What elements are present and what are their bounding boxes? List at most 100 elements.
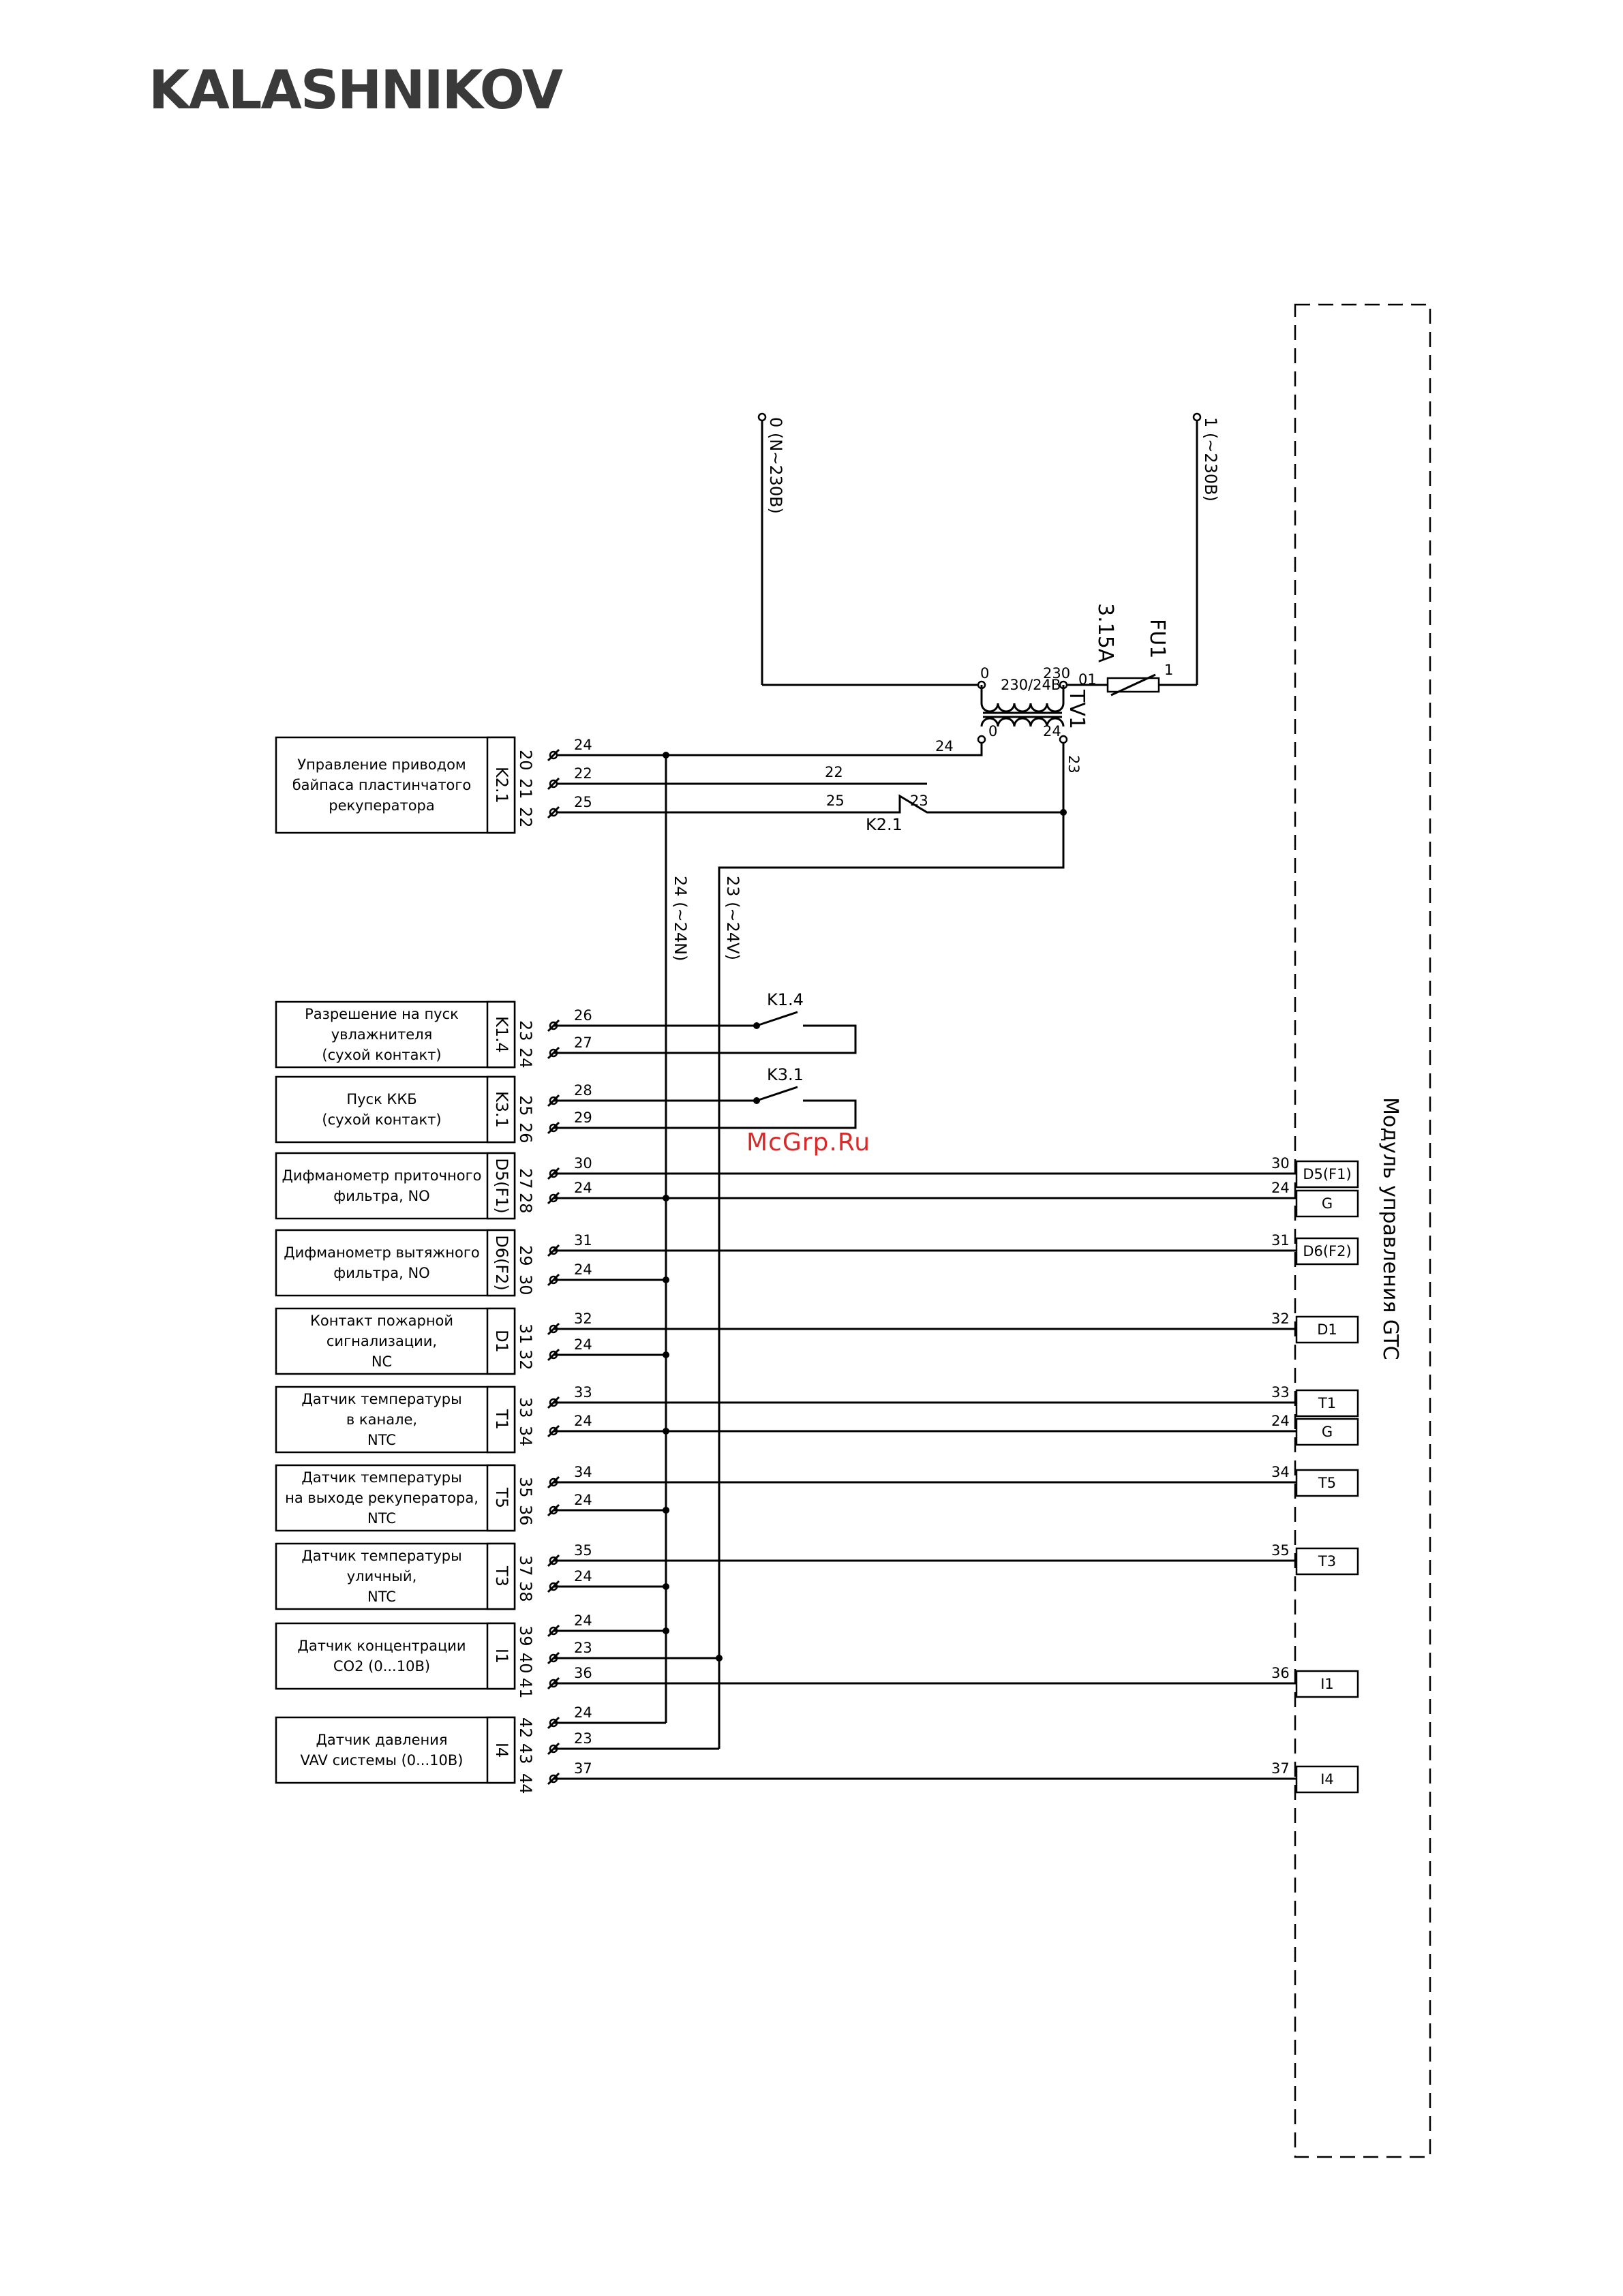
wire-number: 26 [574,1007,592,1024]
device-tag-cell [486,1622,516,1690]
terminal-number: 32 [516,1349,535,1371]
contact-label: K1.4 [767,990,804,1009]
tv1-secondary-coil [980,717,999,727]
device-description-line: фильтра, NO [333,1188,429,1204]
gtc-input-box [1295,1160,1359,1189]
gtc-input-box [1295,1670,1359,1698]
tv1-secondary-coil [1029,717,1048,727]
terminal-number: 43 [516,1743,535,1764]
relay-k21-contact [553,794,1063,814]
device-description-line: NC [371,1353,392,1370]
device-description-line: сигнализации, [327,1333,437,1349]
gtc-input-box [1295,1189,1359,1218]
device-tag-t3: T3 [492,1565,511,1587]
gtc-input-box [1295,1389,1359,1418]
phase-input-terminal [1192,412,1202,422]
device-description-line: NTC [367,1432,396,1448]
contact-blade [756,1011,798,1027]
device-description-line: Датчик концентрации [297,1638,466,1654]
terminal-number: 41 [516,1678,535,1699]
wire-number: 33 [574,1384,592,1400]
device-description-line: CO2 (0...10В) [333,1658,430,1674]
junction-dot [716,1655,723,1662]
device-tag-cell [486,1716,516,1784]
relay-k21-label: K2.1 [866,815,902,834]
device-tag-t5: T5 [492,1487,511,1508]
phase-label: 1 (~230В) [1201,417,1220,502]
device-box-k3.1 [275,1075,516,1144]
device-description-line: увлажнителя [331,1026,433,1043]
device-tag-d1: D1 [492,1330,511,1353]
device-description-line: (сухой контакт) [322,1047,441,1063]
device-description-line: уличный, [347,1568,417,1585]
wire-number: 24 [574,1568,592,1585]
terminal-number: 24 [516,1047,535,1069]
brand-logo: KALASHNIKOV [149,60,563,121]
terminal-number: 23 [516,1020,535,1041]
junction-dot [663,1583,669,1590]
device-tag-d5(f1): D5(F1) [492,1158,511,1214]
terminal-number: 25 [516,1095,535,1116]
watermark-text: McGrp.Ru [746,1129,871,1157]
terminal-number: 21 [516,778,535,799]
wire-number: 30 [574,1155,592,1172]
tv1-label-0: 0 [980,665,989,682]
gtc-input-box [1295,1315,1359,1344]
device-box-i1 [275,1622,516,1690]
device-description-line: VAV системы (0...10В) [301,1752,464,1769]
device-description-line: рекуператора [329,797,435,814]
wire-number: 22 [574,765,592,782]
contact-blade [756,1086,798,1102]
device-tag-d6(f2): D6(F2) [492,1235,511,1291]
screw-terminal-slash [547,748,560,762]
terminal-number: 27 [516,1168,535,1189]
gtc-input-label: I1 [1320,1676,1334,1692]
tv1-sec-terminal-23 [1059,735,1068,744]
tv1-sec-terminal-24 [977,735,986,744]
ground-wire-number: 24 [1271,1413,1290,1429]
device-description-line: NTC [367,1589,396,1605]
device-box-k1.4 [275,1000,516,1069]
tv1-primary-coil [980,703,999,713]
device-tag-cell [486,1386,516,1454]
terminal-number: 40 [516,1653,535,1674]
tv1-label-sec-24: 24 [1043,723,1061,739]
wire-number: 24 [574,1612,592,1629]
fuse-element [1110,673,1156,697]
signal-wire-number: 36 [1271,1665,1290,1681]
device-tag-i4: I4 [492,1743,511,1758]
tv1-label: TV1 [1065,689,1089,729]
gtc-module-label: Модуль управления GTC [1378,1097,1402,1360]
terminal-number: 30 [516,1274,535,1296]
screw-terminal-slash [547,806,560,819]
terminal-number: 33 [516,1397,535,1418]
terminal-number: 35 [516,1477,535,1498]
device-description-line: Управление приводом [297,756,466,773]
device-tag-cell [486,1542,516,1610]
gtc-input-label: T3 [1318,1553,1336,1570]
signal-wire-number: 37 [1271,1760,1290,1777]
device-box-t5 [275,1464,516,1532]
tv1-secondary-coil [1046,717,1065,727]
gtc-input-label: T5 [1318,1475,1336,1491]
wire-number: 32 [574,1311,592,1327]
bus-24-label: 24 (~24N) [671,876,690,962]
terminal-number: 26 [516,1122,535,1144]
fuse-terminal-label: 1 [1164,662,1173,678]
junction-dot [663,1627,669,1634]
junction-dot [663,1195,669,1201]
wire-number: 23 [574,1730,592,1747]
gtc-input-label: D1 [1317,1321,1337,1338]
tv1-label-230: 230 [1043,665,1070,682]
tv1-ratio: 230/24В [1001,677,1061,693]
device-box-d5(f1) [275,1152,516,1220]
terminal-number: 38 [516,1581,535,1602]
terminal-number: 42 [516,1717,535,1739]
signal-wire-number: 34 [1271,1464,1290,1480]
device-description-line: (сухой контакт) [322,1112,441,1128]
terminal-number: 31 [516,1323,535,1345]
tv1-primary-coil [1046,703,1065,713]
wire-number: 24 [574,1261,592,1278]
device-description-line: Датчик температуры [301,1548,461,1564]
